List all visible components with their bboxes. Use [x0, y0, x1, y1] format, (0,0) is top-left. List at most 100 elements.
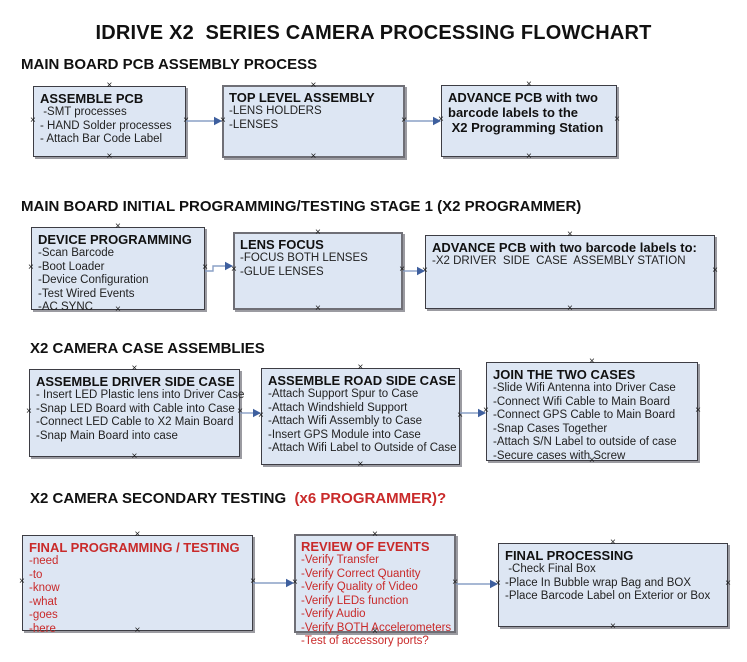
- box-item: -Test of accessory ports?: [301, 635, 429, 647]
- connector-handle-icon: [231, 266, 237, 274]
- box-item: -Attach Wifi Assembly to Case: [268, 415, 423, 427]
- flow-box-device-programming: DEVICE PROGRAMMING -Scan Barcode -Boot L…: [31, 227, 208, 313]
- connector-handle-icon: [614, 116, 620, 124]
- box-item: -Connect LED Cable to X2 Main Board: [36, 416, 234, 428]
- box-title: ASSEMBLE DRIVER SIDE CASE: [36, 374, 235, 389]
- connector-handle-icon: [589, 358, 595, 366]
- connector-handle-icon: [115, 223, 121, 231]
- connector-handle-icon: [526, 153, 532, 161]
- connector-handle-icon: [315, 305, 321, 313]
- box-item: -SMT processes: [40, 106, 127, 118]
- page-title: IDRIVE X2 SERIES CAMERA PROCESSING FLOWC…: [95, 22, 652, 44]
- box-title: FINAL PROCESSING: [505, 548, 634, 563]
- box-title: FINAL PROGRAMMING / TESTING: [29, 540, 240, 555]
- flow-box-top-level-assembly: TOP LEVEL ASSEMBLY -LENS HOLDERS -LENSES: [222, 85, 405, 158]
- connector-handle-icon: [695, 407, 701, 415]
- box-item: -Test Wired Events: [38, 287, 135, 300]
- box-item: -AC SYNC: [38, 301, 93, 313]
- section-heading-pcb-assembly: MAIN BOARD PCB ASSEMBLY PROCESS: [21, 56, 318, 73]
- connector-handle-icon: [258, 412, 264, 420]
- connector-handle-icon: [610, 623, 616, 631]
- box-item: -here: [29, 622, 56, 635]
- box-item: -Place In Bubble wrap Bag and BOX: [505, 576, 692, 589]
- connector-handle-icon: [26, 408, 32, 416]
- section-heading-initial-programming: MAIN BOARD INITIAL PROGRAMMING/TESTING S…: [21, 198, 582, 215]
- box-title: ADVANCE PCB with two barcode labels to:: [432, 240, 697, 255]
- box-item: -need: [29, 555, 59, 567]
- box-item: -Slide Wifi Antenna into Driver Case: [493, 382, 676, 394]
- connector-handle-icon: [237, 408, 243, 416]
- connector-handle-icon: [712, 267, 718, 275]
- flow-box-assemble-road-side-case: ASSEMBLE ROAD SIDE CASE -Attach Support …: [261, 368, 460, 465]
- flow-box-final-processing: FINAL PROCESSING -Check Final Box -Place…: [498, 543, 728, 627]
- connector-handle-icon: [202, 264, 208, 272]
- flow-box-assemble-driver-side-case: ASSEMBLE DRIVER SIDE CASE - Insert LED P…: [26, 369, 245, 457]
- connector-handle-icon: [399, 266, 405, 274]
- connector-handle-icon: [220, 117, 226, 125]
- box-item: -Verify Transfer: [301, 554, 379, 566]
- flow-arrow: [253, 578, 294, 588]
- box-item: -Snap Main Board into case: [36, 429, 178, 442]
- flow-box-join-the-two-cases: JOIN THE TWO CASES -Slide Wifi Antenna i…: [483, 362, 701, 462]
- box-title: ASSEMBLE ROAD SIDE CASE: [268, 373, 456, 388]
- connector-handle-icon: [372, 531, 378, 539]
- connector-handle-icon: [315, 229, 321, 237]
- box-item: -Connect Wifi Cable to Main Board: [493, 395, 671, 408]
- box-title: JOIN THE TWO CASES: [493, 367, 636, 382]
- connector-handle-icon: [725, 580, 731, 588]
- box-title: DEVICE PROGRAMMING: [38, 232, 192, 247]
- connector-handle-icon: [132, 365, 138, 373]
- flow-box-advance-to-programming-station: ADVANCE PCB with two barcode labels to t…: [441, 85, 617, 157]
- connector-handle-icon: [495, 580, 501, 588]
- connector-handle-icon: [567, 305, 573, 313]
- box-item: -Attach Windshield Support: [268, 401, 408, 414]
- box-title: ADVANCE PCB with two: [448, 90, 598, 105]
- box-item: -Boot Loader: [38, 260, 105, 273]
- connector-handle-icon: [401, 117, 407, 125]
- box-item: -Secure cases with Screw: [493, 449, 626, 462]
- connector-handle-icon: [452, 579, 458, 587]
- box-item: -Snap LED Board with Cable into Case: [36, 402, 235, 415]
- connector-handle-icon: [311, 82, 317, 90]
- flow-box-review-of-events: REVIEW OF EVENTS -Verify Transfer -Verif…: [292, 531, 458, 647]
- flow-box-advance-to-driver-side-station: ADVANCE PCB with two barcode labels to: …: [425, 235, 715, 309]
- section-heading-case-assemblies: X2 CAMERA CASE ASSEMBLIES: [30, 340, 265, 357]
- connector-handle-icon: [292, 579, 298, 587]
- box-title: LENS FOCUS: [240, 237, 324, 252]
- connector-handle-icon: [115, 306, 121, 314]
- flow-box-lens-focus: LENS FOCUS -FOCUS BOTH LENSES -GLUE LENS…: [233, 232, 403, 310]
- box-item: -know: [29, 582, 60, 594]
- box-item: - Insert LED Plastic lens into Driver Ca…: [36, 389, 245, 401]
- connector-handle-icon: [457, 412, 463, 420]
- connector-handle-icon: [372, 628, 378, 636]
- box-item: -Verify BOTH Accelerometers: [301, 621, 452, 634]
- connector-handle-icon: [311, 153, 317, 161]
- box-item: - HAND Solder processes: [40, 119, 172, 132]
- flow-arrow: [405, 116, 441, 126]
- connector-handle-icon: [358, 364, 364, 372]
- box-item: -Verify Quality of Video: [301, 581, 418, 593]
- box-item: -Device Configuration: [38, 274, 149, 286]
- connector-handle-icon: [135, 531, 141, 539]
- flow-arrow: [186, 116, 222, 126]
- connector-handle-icon: [107, 82, 113, 90]
- box-item: -Place Barcode Label on Exterior or Box: [505, 590, 711, 602]
- connector-handle-icon: [526, 81, 532, 89]
- connector-handle-icon: [19, 578, 25, 586]
- connector-handle-icon: [422, 267, 428, 275]
- connector-handle-icon: [567, 231, 573, 239]
- connector-handle-icon: [438, 116, 444, 124]
- box-item: X2 Programming Station: [448, 120, 604, 135]
- box-item: -to: [29, 568, 43, 581]
- box-item: - Attach Bar Code Label: [40, 133, 163, 145]
- connector-handle-icon: [358, 461, 364, 469]
- box-item: -LENSES: [229, 118, 279, 131]
- flow-arrow: [205, 261, 233, 272]
- connector-handle-icon: [132, 453, 138, 461]
- section-heading-text: X2 CAMERA SECONDARY TESTING: [30, 490, 287, 507]
- connector-handle-icon: [483, 407, 489, 415]
- connector-handle-icon: [610, 539, 616, 547]
- box-item: -Scan Barcode: [38, 247, 115, 259]
- box-item: -Check Final Box: [505, 563, 596, 575]
- box-item: -Insert GPS Module into Case: [268, 428, 421, 441]
